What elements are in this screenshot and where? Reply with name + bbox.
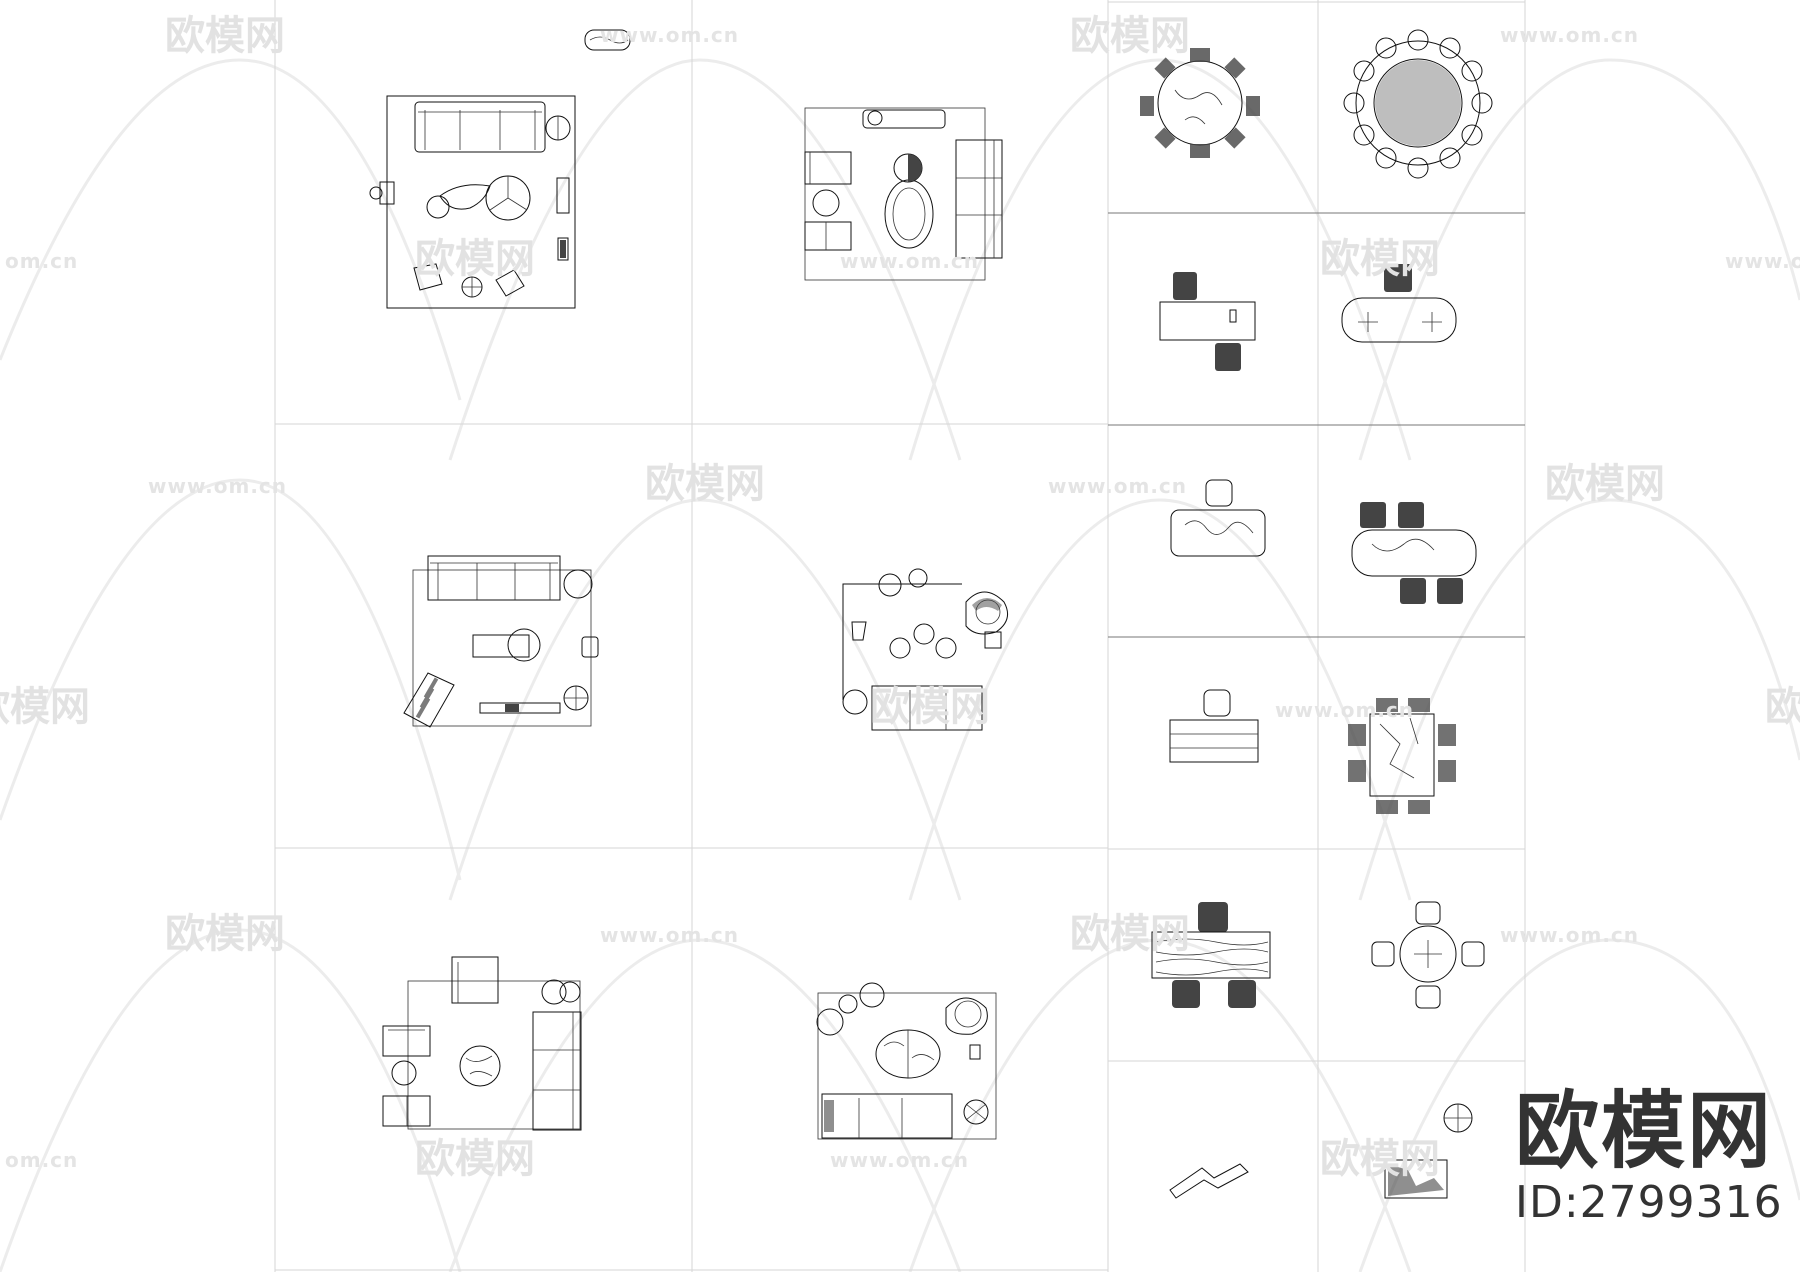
watermark-brand: 欧模网 xyxy=(1545,461,1665,507)
coffee-table-round xyxy=(459,1045,501,1087)
lamp-and-bench xyxy=(1384,1103,1473,1199)
lounge-chair-hatched xyxy=(403,672,455,728)
plan-living-room-2 xyxy=(804,107,1003,281)
armchair-right xyxy=(495,269,525,297)
oval-table-chair xyxy=(1341,264,1457,343)
plan-living-room-6 xyxy=(816,982,997,1140)
watermark-url: www.om.cn xyxy=(840,249,979,273)
watermark-text-layer: 欧模网 欧模网 欧模网 欧模网 欧模网 欧模网 欧模网 欧模网 欧模网 欧模网 … xyxy=(0,13,1800,1182)
brand-stamp-id: ID:2799316 xyxy=(1515,1177,1783,1228)
sofa-three-seat xyxy=(414,101,546,153)
watermark-brand: 欧模网 xyxy=(1070,911,1190,957)
side-table-left xyxy=(391,1060,417,1086)
pouf xyxy=(581,636,599,658)
oval-coffee-table xyxy=(884,179,934,249)
dining-round-12 xyxy=(1343,29,1493,179)
sofa-right xyxy=(955,139,1003,259)
watermark-url: www.om.cn xyxy=(148,474,287,498)
watermark-url-fragment: om.cn xyxy=(5,1148,78,1172)
brand-stamp-title: 欧模网 xyxy=(1515,1082,1774,1180)
watermark-url-fragment: om.cn xyxy=(5,249,78,273)
cluster-table-3 xyxy=(935,637,957,659)
sofa-bottom xyxy=(871,685,983,731)
wicker-chair xyxy=(945,997,988,1035)
desk-two-chairs xyxy=(1159,272,1256,371)
console-right xyxy=(556,177,570,214)
sofa-right xyxy=(532,1011,582,1131)
table-one-chair xyxy=(1170,479,1266,557)
side-table-top xyxy=(541,979,567,1005)
sofa-long xyxy=(427,555,561,601)
wicker-chair xyxy=(965,591,1009,635)
plan-living-room-3 xyxy=(403,555,599,728)
chaise-lounge xyxy=(1169,1163,1249,1199)
armchair-left xyxy=(413,263,443,291)
watermark-brand: 欧模网 xyxy=(1320,236,1440,282)
chaise xyxy=(439,184,491,210)
small-desk-chair xyxy=(1169,689,1259,763)
round-table-four-chairs xyxy=(1371,901,1485,1009)
side-table xyxy=(563,569,593,599)
side-table xyxy=(812,189,840,217)
watermark-brand: 欧模网 xyxy=(1070,13,1190,59)
dining-round-8 xyxy=(1140,48,1260,158)
cluster-table-2 xyxy=(913,623,935,645)
chair-2 xyxy=(838,994,858,1014)
watermark-brand: 欧模网 xyxy=(645,461,765,507)
watermark-url: www.om.cn xyxy=(600,23,739,47)
plan-living-room-4 xyxy=(842,568,1009,731)
watermark-url: www.om.cn xyxy=(1500,23,1639,47)
side-table-bottom xyxy=(842,689,868,715)
brand-stamp: 欧模网 ID:2799316 xyxy=(1515,1085,1795,1229)
cluster-table-1 xyxy=(889,637,911,659)
table-four-chairs xyxy=(1351,502,1477,604)
armchair-left-2 xyxy=(382,1095,431,1127)
armchair-left xyxy=(382,1025,431,1057)
watermark-brand: 欧模网 xyxy=(415,236,535,282)
armchair-top xyxy=(451,956,499,1004)
side-chair xyxy=(851,621,867,641)
stool-2 xyxy=(908,568,928,588)
watermark-brand: 欧模网 xyxy=(165,13,285,59)
watermark-brand: 欧模网 xyxy=(415,1136,535,1182)
side-table xyxy=(963,1099,989,1125)
armchair xyxy=(804,151,852,185)
plan-living-room-5 xyxy=(382,956,582,1131)
square-table-8 xyxy=(1348,698,1456,814)
armchair-2 xyxy=(804,221,852,251)
watermark-url: www.om.cn xyxy=(1275,698,1414,722)
watermark-brand: 欧模网 xyxy=(870,684,990,730)
wood-table-three-chairs xyxy=(1151,902,1271,1008)
watermark-brand: 欧模网 xyxy=(0,684,90,730)
watermark-url: www.om.cn xyxy=(1500,923,1639,947)
watermark-brand: 欧模网 xyxy=(1765,684,1800,730)
watermark-brand: 欧模网 xyxy=(1320,1136,1440,1182)
watermark-brand: 欧模网 xyxy=(165,911,285,957)
chair-small xyxy=(984,631,1002,649)
watermark-url: www.om.cn xyxy=(1725,249,1800,273)
tv-console xyxy=(479,702,561,714)
sofa-bottom xyxy=(821,1093,953,1139)
watermark-url: www.om.cn xyxy=(600,923,739,947)
stool-small xyxy=(969,1044,981,1060)
chair-1 xyxy=(816,1008,844,1036)
console-top xyxy=(862,109,946,129)
sheet-grid xyxy=(274,0,1526,1272)
stool-1 xyxy=(878,573,902,597)
watermark-arcs xyxy=(0,58,1800,1272)
wall-lamp xyxy=(379,181,395,205)
lamp-top xyxy=(584,29,631,51)
watermark-url: www.om.cn xyxy=(830,1148,969,1172)
watermark-url: www.om.cn xyxy=(1048,474,1187,498)
plan-living-room-1 xyxy=(369,29,631,309)
coffee-table-rect xyxy=(472,634,530,658)
chair-3 xyxy=(859,982,885,1008)
